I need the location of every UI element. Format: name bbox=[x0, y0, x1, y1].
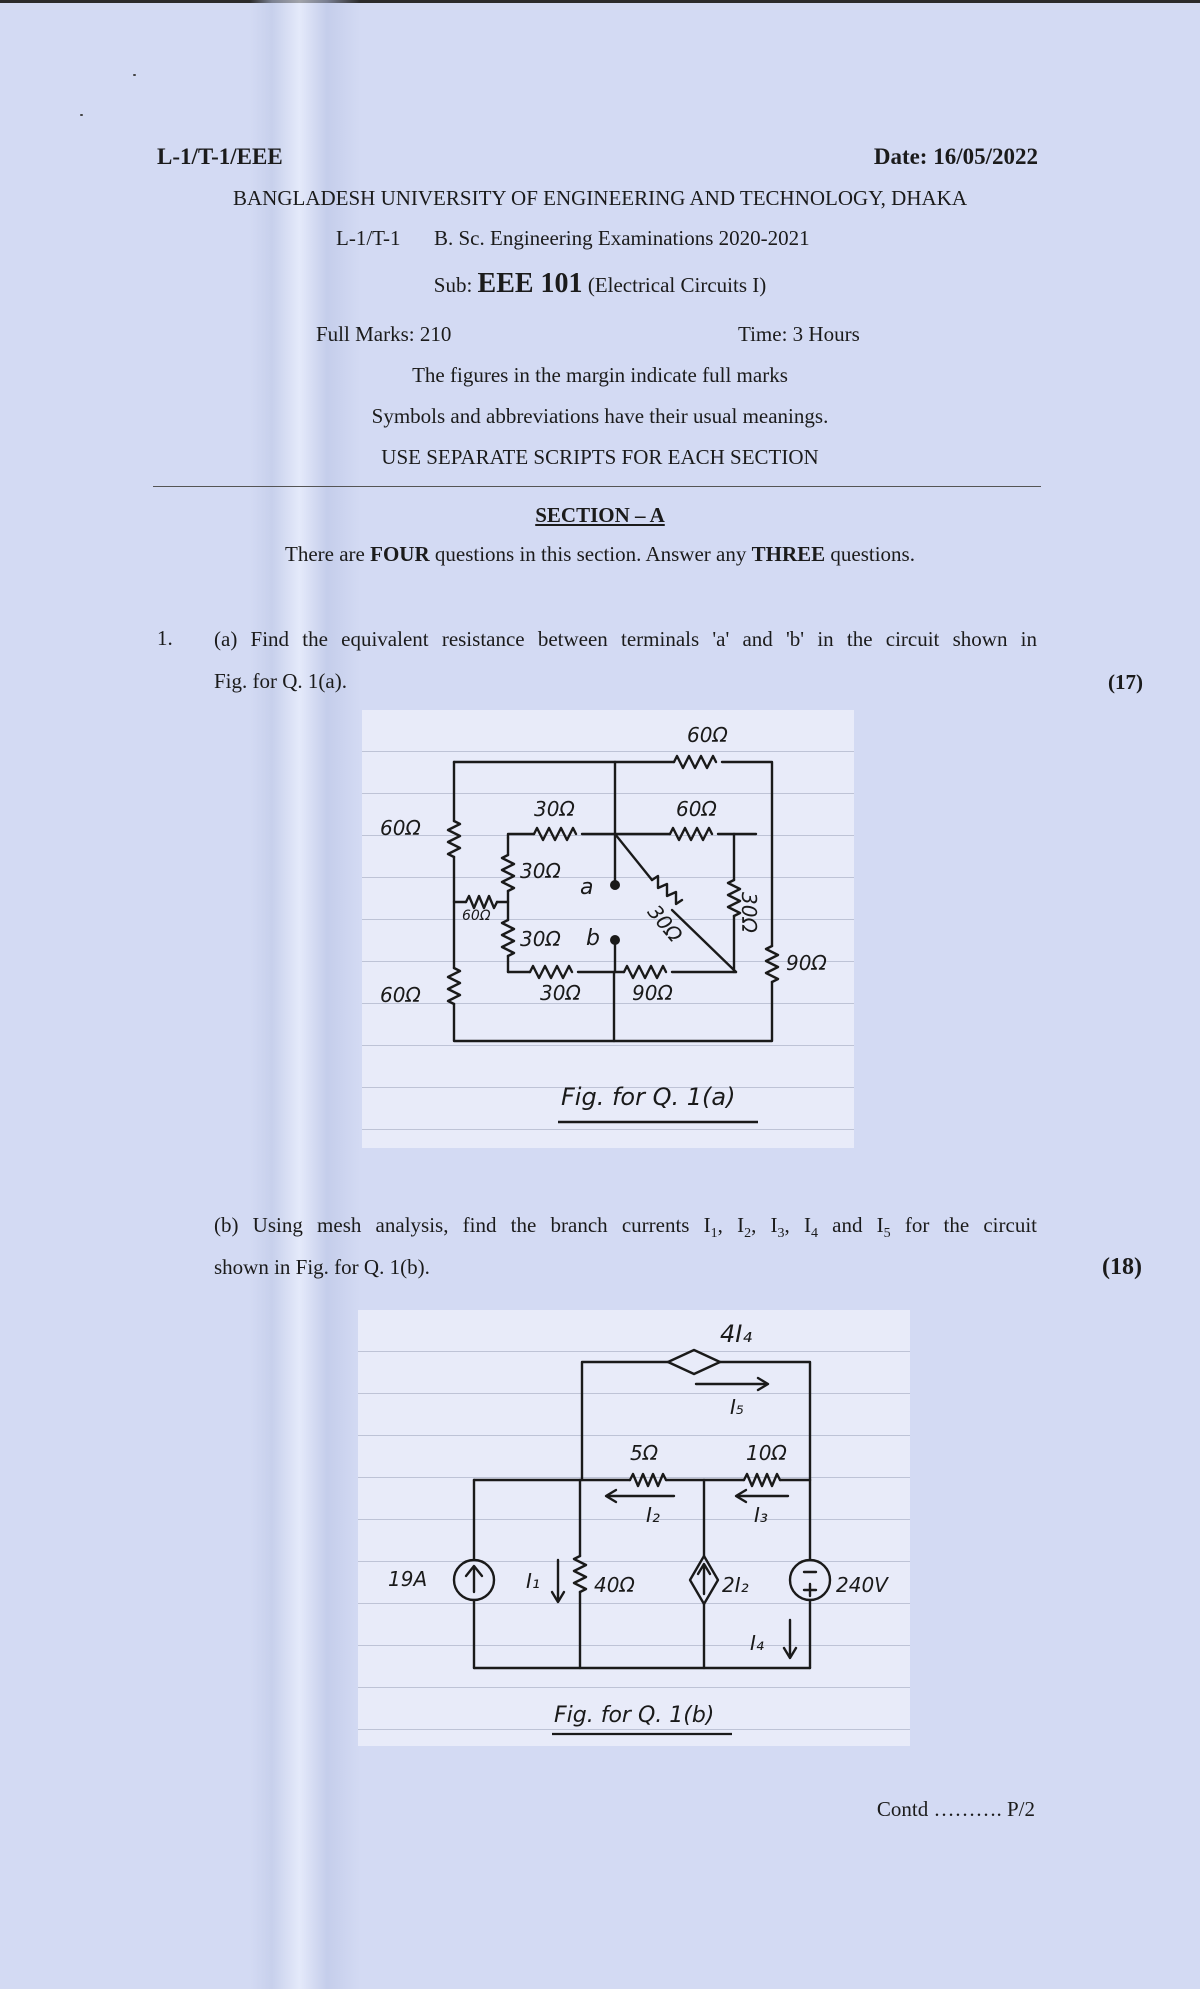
label-r-inner-left: 30Ω bbox=[520, 859, 561, 883]
q1a-text-line1: (a) Find the equivalent resistance betwe… bbox=[214, 627, 1037, 651]
label-r-diagonal: 30Ω bbox=[643, 900, 688, 947]
dependent-current-arrow bbox=[696, 1562, 712, 1596]
figure-q1b-caption: Fig. for Q. 1(b) bbox=[554, 1703, 714, 1728]
q1b-marks: (18) bbox=[1102, 1254, 1142, 1280]
note-scripts: USE SEPARATE SCRIPTS FOR EACH SECTION bbox=[381, 445, 819, 469]
exam-time: Time: 3 Hours bbox=[738, 322, 860, 346]
q1b-text-line1: (b) Using mesh analysis, find the branch… bbox=[214, 1213, 1037, 1242]
wire bbox=[506, 832, 536, 840]
figure-q1b: 4I₄ I₅ 5Ω 10Ω I₂ I₃ 19A I₁ 40Ω 2I₂ 240V … bbox=[358, 1310, 910, 1746]
label-r40: 40Ω bbox=[594, 1573, 635, 1597]
wire bbox=[613, 832, 654, 882]
resistor-bottom-30 bbox=[528, 964, 574, 980]
resistor-5 bbox=[628, 1472, 668, 1488]
label-i3: I₃ bbox=[754, 1503, 768, 1527]
scan-speck bbox=[133, 74, 136, 76]
note-symbols: Symbols and abbreviations have their usu… bbox=[371, 404, 829, 428]
note-marks: The figures in the margin indicate full … bbox=[412, 363, 788, 387]
continued-note: Contd ………. P/2 bbox=[876, 1797, 1035, 1821]
resistor-inner-top-30 bbox=[532, 826, 578, 842]
exam-name: B. Sc. Engineering Examinations 2020-202… bbox=[434, 226, 810, 250]
label-i4: I₄ bbox=[750, 1631, 764, 1655]
terminal-b-dot bbox=[610, 935, 620, 945]
label-current-source: 19A bbox=[388, 1567, 427, 1591]
resistor-inner-left-low-30 bbox=[500, 918, 516, 958]
circuit-diagram-q1b: 4I₄ I₅ 5Ω 10Ω I₂ I₃ 19A I₁ 40Ω 2I₂ 240V … bbox=[388, 1320, 889, 1736]
q1a-text-line2: Fig. for Q. 1(a). bbox=[214, 669, 347, 693]
circuit-diagram-q1a: 60Ω 60Ω 60Ω 30Ω 60Ω 30Ω 60Ω 30Ω 30Ω 30Ω … bbox=[380, 723, 827, 1124]
label-i1: I₁ bbox=[526, 1569, 540, 1593]
resistor-bottom-90 bbox=[622, 964, 668, 980]
q1b-text-line2: shown in Fig. for Q. 1(b). bbox=[214, 1255, 430, 1279]
resistor-inner-top-60 bbox=[668, 826, 714, 842]
i5-arrowhead bbox=[756, 1376, 770, 1392]
resistor-left-bottom-60 bbox=[446, 966, 462, 1006]
wire bbox=[580, 1360, 670, 1482]
exam-date: Date: 16/05/2022 bbox=[873, 144, 1038, 169]
label-r5: 5Ω bbox=[630, 1441, 659, 1465]
label-terminal-b: b bbox=[586, 926, 600, 951]
figure-q1a: 60Ω 60Ω 60Ω 30Ω 60Ω 30Ω 60Ω 30Ω 30Ω 30Ω … bbox=[362, 710, 854, 1148]
label-voltage-source: 240V bbox=[836, 1573, 889, 1597]
current-source-arrow bbox=[464, 1564, 484, 1594]
label-dependent-current: 2I₂ bbox=[722, 1573, 749, 1597]
question-number: 1. bbox=[157, 626, 173, 650]
scan-speck bbox=[80, 114, 83, 116]
label-r-inner-left-low: 30Ω bbox=[520, 927, 561, 951]
i2-arrowhead bbox=[604, 1488, 618, 1504]
resistor-left-top-60 bbox=[446, 819, 462, 859]
section-title: SECTION – A bbox=[535, 503, 665, 527]
label-r-left-top: 60Ω bbox=[380, 816, 421, 840]
page-top-edge bbox=[0, 0, 1200, 3]
label-r-inner-top-left: 30Ω bbox=[534, 797, 575, 821]
label-r-bottom-left: 30Ω bbox=[540, 981, 581, 1005]
voltage-source-polarity bbox=[802, 1570, 818, 1598]
resistor-10 bbox=[742, 1472, 782, 1488]
i4-arrowhead bbox=[782, 1646, 798, 1660]
full-marks: Full Marks: 210 bbox=[316, 322, 452, 346]
resistor-inner-left-30 bbox=[500, 853, 516, 893]
label-dependent-voltage: 4I₄ bbox=[720, 1320, 752, 1348]
dependent-voltage-source bbox=[666, 1348, 722, 1376]
figure-q1a-caption: Fig. for Q. 1(a) bbox=[561, 1083, 735, 1111]
label-i5: I₅ bbox=[730, 1395, 744, 1419]
course-code: L-1/T-1/EEE bbox=[157, 144, 283, 169]
subject-title: (Electrical Circuits I) bbox=[587, 273, 767, 297]
subject-code: EEE 101 bbox=[477, 268, 583, 299]
resistor-top-60 bbox=[672, 754, 718, 770]
resistor-inner-right-30 bbox=[726, 878, 742, 918]
label-r10: 10Ω bbox=[746, 1441, 787, 1465]
section-instructions: There are FOUR questions in this section… bbox=[285, 542, 915, 566]
wire bbox=[670, 908, 738, 974]
label-i2: I₂ bbox=[646, 1503, 660, 1527]
university-name: BANGLADESH UNIVERSITY OF ENGINEERING AND… bbox=[232, 186, 967, 210]
wire bbox=[718, 1360, 812, 1482]
exam-level: L-1/T-1 bbox=[336, 226, 401, 250]
label-r-inner-small: 60Ω bbox=[462, 908, 491, 924]
resistor-inner-small-60 bbox=[464, 894, 499, 910]
label-r-outer-right: 90Ω bbox=[786, 951, 827, 975]
resistor-40 bbox=[572, 1554, 588, 1594]
i1-arrowhead bbox=[550, 1590, 566, 1604]
label-terminal-a: a bbox=[580, 875, 593, 900]
label-r-left-bottom: 60Ω bbox=[380, 983, 421, 1007]
q1a-marks: (17) bbox=[1108, 670, 1143, 694]
subject-prefix: Sub: bbox=[433, 273, 473, 297]
label-r-inner-right: 30Ω bbox=[737, 892, 761, 933]
subject-line: Sub: EEE 101 (Electrical Circuits I) bbox=[0, 268, 1200, 300]
label-r-bottom-right: 90Ω bbox=[632, 981, 673, 1005]
resistor-right-90 bbox=[764, 944, 780, 984]
header-divider bbox=[153, 486, 1041, 487]
resistor-diagonal-30 bbox=[650, 874, 684, 906]
terminal-a-dot bbox=[610, 880, 620, 890]
label-r-inner-top-right: 60Ω bbox=[676, 797, 717, 821]
label-r-top: 60Ω bbox=[687, 723, 728, 747]
i3-arrowhead bbox=[734, 1488, 748, 1504]
wire bbox=[720, 760, 774, 948]
